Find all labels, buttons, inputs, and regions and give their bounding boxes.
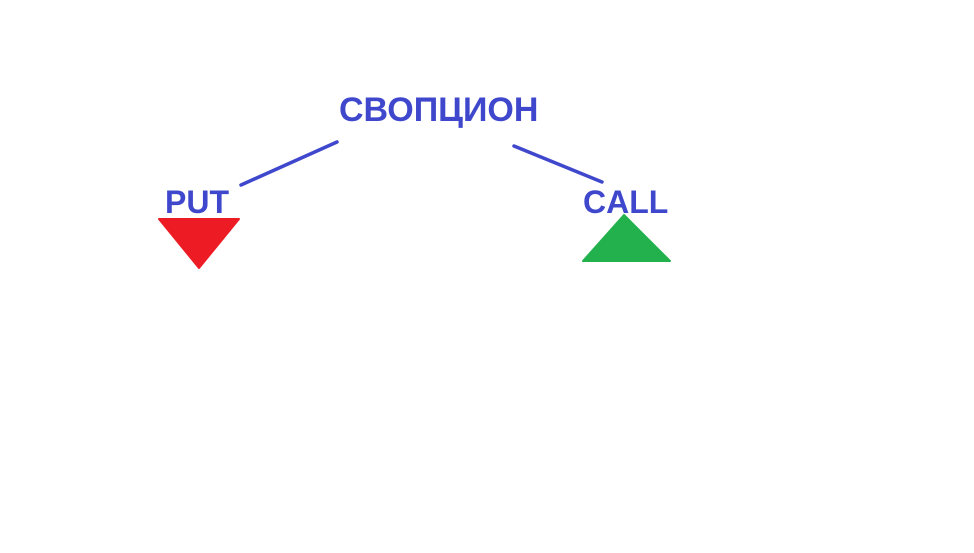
connector-line-call	[512, 144, 604, 184]
up-triangle-icon	[582, 214, 671, 262]
down-triangle-icon	[158, 218, 240, 269]
root-node-label: СВОПЦИОН	[339, 91, 539, 129]
put-node-label: PUT	[165, 184, 229, 220]
connector-line-put	[239, 140, 339, 187]
call-node-label: CALL	[583, 184, 669, 220]
